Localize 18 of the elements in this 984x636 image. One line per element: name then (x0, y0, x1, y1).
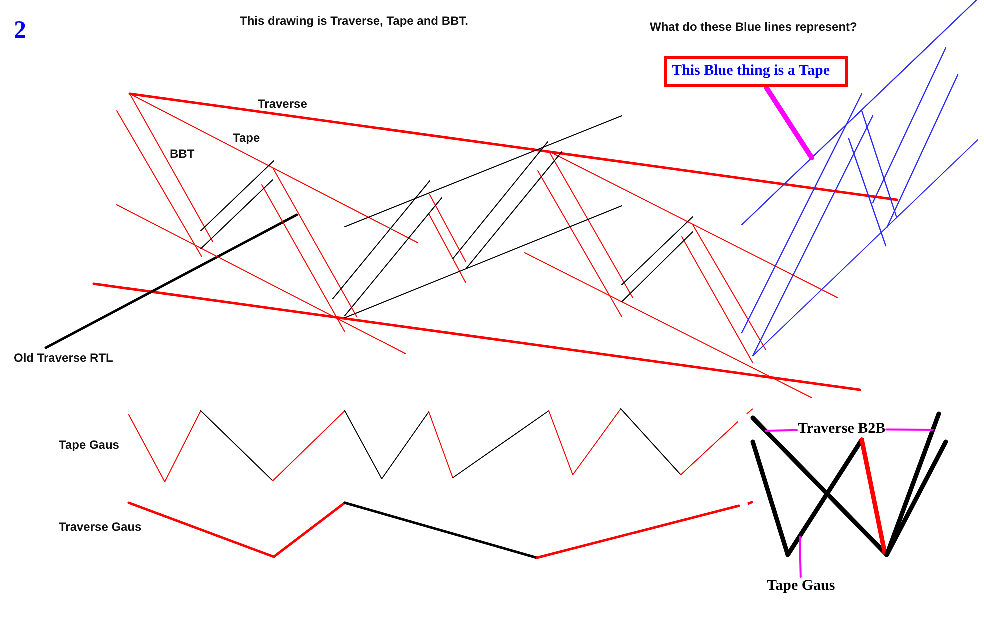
heading: This drawing is Traverse, Tape and BBT. (240, 14, 469, 28)
callout-label: Tape Gaus (767, 578, 836, 595)
line-label: Traverse (258, 97, 308, 111)
row-label: Tape Gaus (59, 438, 120, 452)
question-text: What do these Blue lines represent? (650, 20, 858, 34)
leader-line (764, 86, 814, 160)
callout-text: This Blue thing is a Tape (672, 63, 830, 79)
callout-label: Traverse B2B (798, 421, 886, 438)
callout-box (664, 56, 848, 87)
leader-line (799, 536, 802, 578)
line-label: Old Traverse RTL (14, 351, 114, 365)
row-label: Traverse Gaus (59, 520, 142, 534)
trend-line (884, 440, 948, 558)
line-label: BBT (170, 147, 195, 161)
page-number: 2 (14, 17, 26, 45)
leader-line (765, 429, 798, 432)
line-label: Tape (233, 131, 260, 145)
leader-line (886, 428, 934, 431)
